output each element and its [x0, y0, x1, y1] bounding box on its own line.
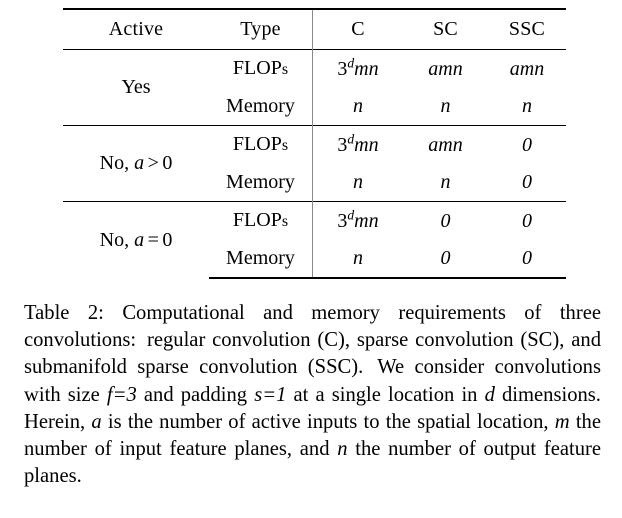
caption-label: Table 2: [24, 302, 104, 324]
memory-text: Memory [226, 247, 295, 269]
flops-text: FLOP [232, 57, 282, 79]
table-row: No, a=0 FLOPs 3dmn 0 0 [63, 201, 566, 278]
type-label-flops: FLOPs [209, 125, 313, 164]
math-a: a [91, 410, 102, 433]
cell-ssc-memory-yes: n [488, 88, 566, 126]
active-text: Yes [121, 76, 151, 98]
math-expression: n [353, 171, 363, 193]
math-expression: 0 [440, 209, 451, 232]
table-row: Memory n n 0 [63, 164, 566, 202]
math-expression: amn [509, 57, 545, 80]
column-header-type: Type [209, 8, 313, 50]
cell-sc-memory-yes: n [403, 88, 488, 126]
math-three: 3 [126, 383, 137, 406]
caption-text-8: the number of input feature planes, and [24, 410, 601, 461]
math-expression: 0 [522, 133, 532, 156]
math-expression: n [522, 95, 532, 117]
caption-text-6: dimensions. Herein, [24, 383, 601, 433]
active-label-no-a-gt-0: No, a>0 [63, 125, 209, 202]
type-label-memory: Memory [209, 88, 313, 126]
caption-text-3: We consider convolutions with size [24, 356, 601, 406]
cell-sc-flops-yes: amn [403, 49, 488, 88]
flops-suffix: s [281, 61, 289, 78]
flops-text: FLOP [232, 133, 282, 155]
caption-text-5: at a single location in [293, 383, 478, 406]
math-expression: 0 [522, 209, 532, 232]
cell-sc-flops-no-eq: 0 [403, 201, 488, 240]
type-label-memory: Memory [209, 240, 313, 279]
table-row: Yes FLOPs 3dmn amn amn [63, 49, 566, 126]
math-expression: 3dmn [337, 130, 379, 156]
math-expression: amn [428, 133, 463, 156]
math-expression: 0 [440, 247, 451, 269]
cell-ssc-flops-no-gt: 0 [488, 125, 566, 164]
math-expression: n [353, 95, 363, 117]
cell-c-memory-no-eq: n [312, 240, 403, 279]
cell-ssc-flops-yes: amn [488, 49, 566, 88]
active-label-yes: Yes [63, 49, 209, 126]
cell-ssc-flops-no-eq: 0 [488, 201, 566, 240]
math-expression: amn [428, 57, 463, 80]
math-s: s [254, 383, 263, 406]
cell-ssc-memory-no-gt: 0 [488, 164, 566, 202]
math-n: n [337, 438, 348, 461]
math-equals-1: = [112, 383, 127, 406]
flops-text: FLOP [232, 209, 282, 231]
math-expression: 3dmn [337, 206, 379, 232]
header-row: Active Type C SC SSC [63, 8, 566, 50]
flops-suffix: s [281, 137, 289, 154]
math-expression: n [353, 247, 363, 269]
math-expression: n [440, 171, 451, 193]
active-label-no-a-eq-0: No, a=0 [63, 201, 209, 278]
column-header-ssc: SSC [488, 8, 566, 50]
math-one: 1 [276, 383, 287, 406]
cell-c-flops-no-eq: 3dmn [312, 201, 403, 240]
cell-c-flops-no-gt: 3dmn [312, 125, 403, 164]
math-d: d [484, 383, 495, 406]
cell-c-flops-yes: 3dmn [312, 49, 403, 88]
flops-suffix: s [281, 213, 289, 230]
caption-text-9: the number of output feature planes. [24, 438, 601, 488]
cell-sc-memory-no-eq: 0 [403, 240, 488, 279]
column-header-c: C [312, 8, 403, 50]
cell-c-memory-no-gt: n [312, 164, 403, 202]
table-caption: Table 2: Computational and memory requir… [24, 300, 601, 490]
math-expression: 3dmn [337, 54, 379, 80]
type-label-flops: FLOPs [209, 201, 313, 240]
cell-sc-flops-no-gt: amn [403, 125, 488, 164]
memory-text: Memory [226, 171, 295, 193]
table-body: Yes FLOPs 3dmn amn amn Memory [63, 49, 566, 279]
type-label-memory: Memory [209, 164, 313, 202]
table-2-container: Active Type C SC SSC Yes FLOPs 3dmn [63, 8, 566, 279]
column-header-active: Active [63, 8, 209, 50]
table-header: Active Type C SC SSC [63, 8, 566, 50]
math-expression: No, a=0 [99, 228, 173, 251]
table-row: No, a>0 FLOPs 3dmn amn 0 [63, 125, 566, 202]
caption-text-4: and padding [143, 383, 248, 406]
cell-sc-memory-no-gt: n [403, 164, 488, 202]
math-equals-2: = [262, 383, 277, 406]
math-expression: n [440, 95, 451, 117]
math-expression: 0 [522, 247, 532, 269]
memory-text: Memory [226, 95, 295, 117]
math-expression: No, a>0 [99, 152, 173, 174]
cell-c-memory-yes: n [312, 88, 403, 126]
column-header-sc: SC [403, 8, 488, 50]
caption-text-1: Computational and memory requirements of… [24, 302, 601, 352]
math-expression: 0 [522, 171, 532, 193]
cell-ssc-memory-no-eq: 0 [488, 240, 566, 279]
type-label-flops: FLOPs [209, 49, 313, 88]
caption-text-7: is the number of active inputs to the sp… [107, 410, 549, 433]
math-m: m [554, 410, 570, 433]
stats-table: Active Type C SC SSC Yes FLOPs 3dmn [63, 8, 566, 279]
table-row: Memory n 0 0 [63, 240, 566, 279]
math-f: f [106, 383, 113, 406]
table-row: Memory n n n [63, 88, 566, 126]
caption-text-2: regular convolution (C), sparse convolut… [24, 329, 601, 379]
